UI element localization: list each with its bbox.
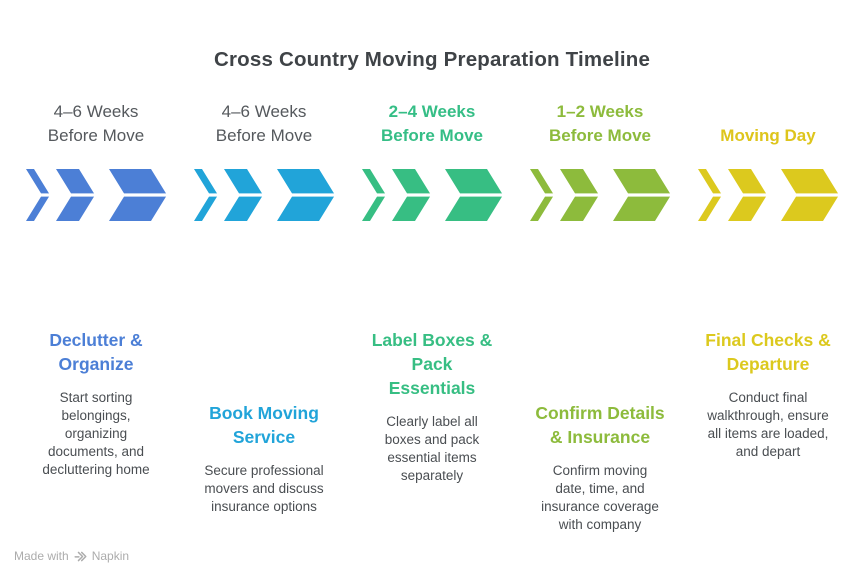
chevron-arrows-icon [529, 169, 671, 221]
step-title: Confirm Details & Insurance [535, 403, 665, 447]
timeline-column-2: 4–6 Weeks Before Move Book Moving Servic… [180, 100, 348, 534]
column-header-label: 1–2 Weeks Before Move [548, 102, 652, 145]
timeline-grid: 4–6 Weeks Before Move Declutter & Organi… [0, 100, 864, 534]
timeline-column-1: 4–6 Weeks Before Move Declutter & Organi… [12, 100, 180, 534]
timeline-column-4: 1–2 Weeks Before Move Confirm Details & … [516, 100, 684, 534]
arrow-split-line [193, 193, 335, 197]
made-with-label: Made with [14, 549, 69, 563]
napkin-watermark: Made with Napkin [14, 549, 129, 563]
step-description: Conduct final walkthrough, ensure all it… [707, 390, 829, 459]
step-content: Book Moving Service Secure professional … [204, 401, 323, 516]
column-header: 2–4 Weeks Before Move [381, 100, 483, 148]
chevron-arrows-icon [361, 169, 503, 221]
arrow-split-line [25, 193, 167, 197]
column-header: 4–6 Weeks Before Move [216, 100, 312, 148]
step-description: Clearly label all boxes and pack essenti… [384, 414, 480, 483]
column-header: Moving Day [720, 100, 815, 148]
column-header-label: Moving Day [720, 126, 816, 145]
timeline-column-3: 2–4 Weeks Before Move Label Boxes & Pack… [348, 100, 516, 534]
arrow-split-line [697, 193, 839, 197]
column-header: 4–6 Weeks Before Move [48, 100, 144, 148]
chevron-arrows-icon [697, 169, 839, 221]
step-description: Start sorting belongings, organizing doc… [42, 390, 150, 477]
arrow-split-line [529, 193, 671, 197]
step-content: Confirm Details & Insurance Confirm movi… [535, 401, 664, 534]
column-header-label: 4–6 Weeks Before Move [47, 102, 145, 145]
timeline-column-5: Moving Day Final Checks & Departure Cond… [684, 100, 852, 534]
column-header-label: 2–4 Weeks Before Move [380, 102, 484, 145]
arrow-split-line [361, 193, 503, 197]
step-title: Label Boxes & Pack Essentials [371, 330, 493, 398]
column-header-label: 4–6 Weeks Before Move [215, 102, 313, 145]
step-title: Book Moving Service [209, 403, 319, 447]
napkin-logo-icon [74, 551, 87, 561]
step-description: Confirm moving date, time, and insurance… [541, 463, 659, 532]
page-title: Cross Country Moving Preparation Timelin… [213, 48, 651, 71]
chevron-arrows-icon [193, 169, 335, 221]
step-content: Label Boxes & Pack Essentials Clearly la… [372, 328, 493, 485]
step-content: Declutter & Organize Start sorting belon… [42, 328, 149, 479]
step-content: Final Checks & Departure Conduct final w… [705, 328, 830, 461]
brand-label: Napkin [91, 549, 130, 563]
step-description: Secure professional movers and discuss i… [204, 463, 324, 514]
step-title: Final Checks & Departure [705, 330, 831, 374]
column-header: 1–2 Weeks Before Move [549, 100, 651, 148]
chevron-arrows-icon [25, 169, 167, 221]
step-title: Declutter & Organize [49, 330, 143, 374]
